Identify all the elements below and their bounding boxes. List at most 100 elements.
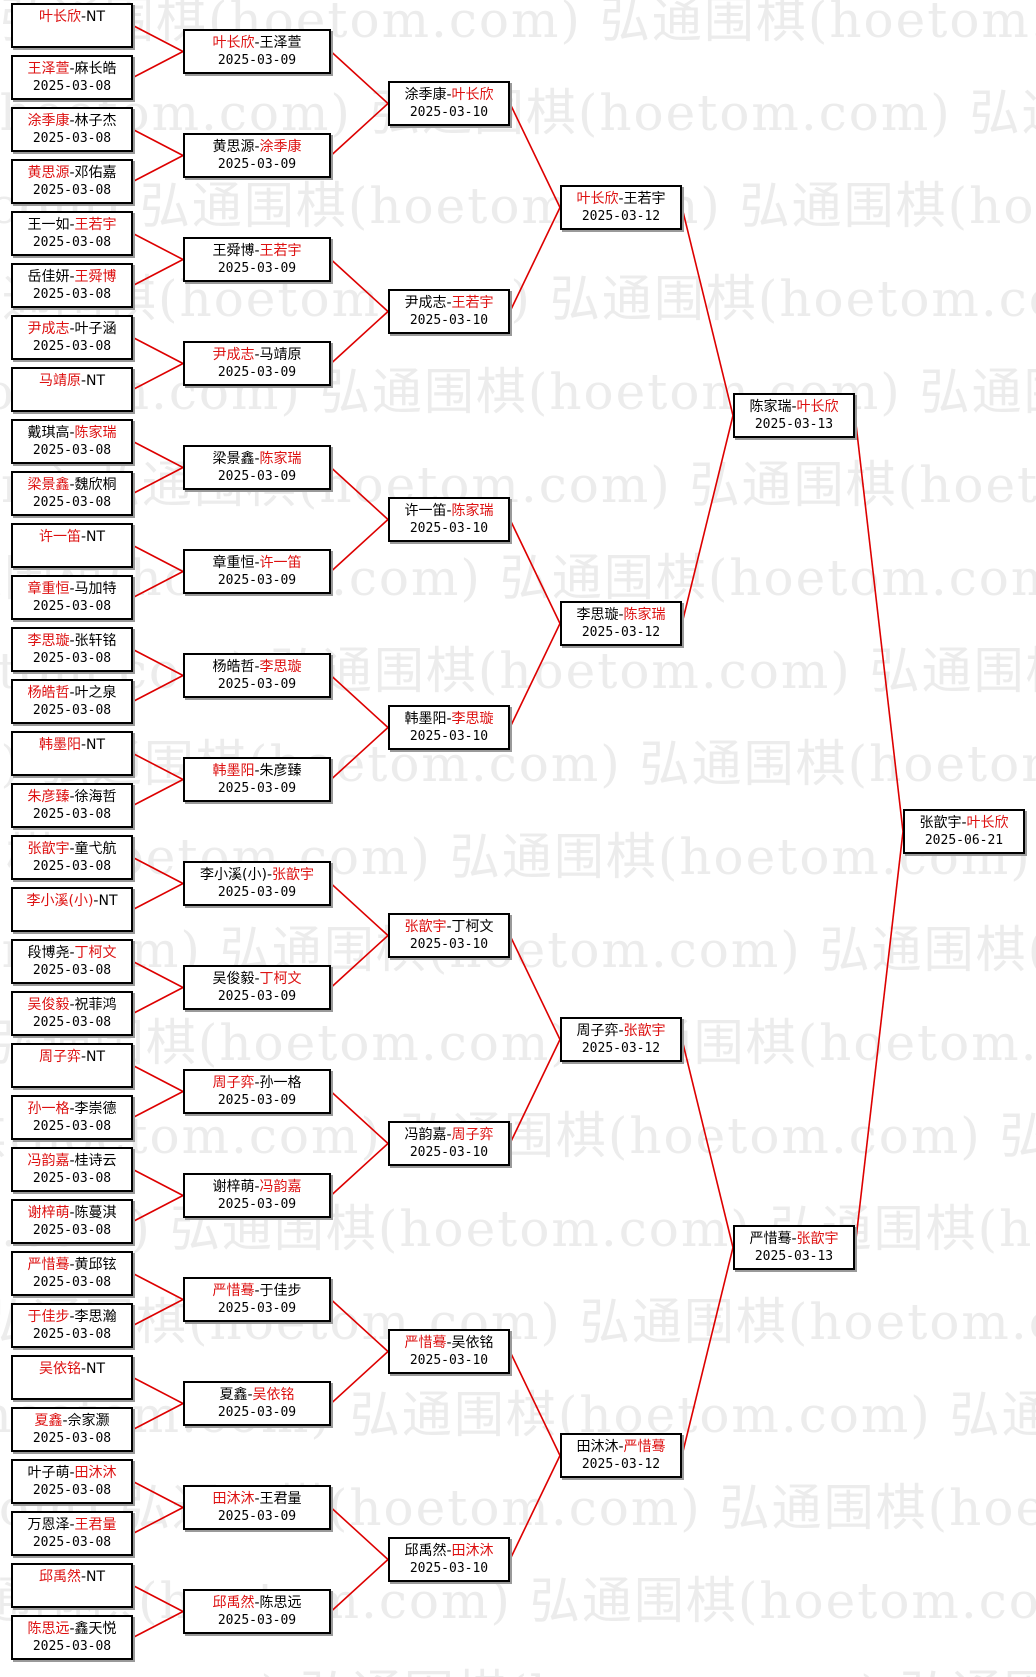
winner-name[interactable]: 章重恒 (27, 581, 70, 597)
winner-name[interactable]: 叶长欣 (966, 815, 1009, 831)
winner-name[interactable]: 严惜蓦 (404, 1335, 447, 1351)
match-box-round-1[interactable]: 韩墨阳-NT (11, 731, 133, 776)
player-name[interactable]: 邓佑嘉 (74, 165, 117, 181)
winner-name[interactable]: 张歆宇 (796, 1231, 839, 1247)
player-name[interactable]: 涂季康 (404, 87, 447, 103)
player-name[interactable]: 陈思远 (259, 1595, 302, 1611)
player-name[interactable]: 鑫天悦 (74, 1621, 117, 1637)
player-name[interactable]: 韩墨阳 (404, 711, 447, 727)
winner-name[interactable]: 李思璇 (27, 633, 70, 649)
winner-name[interactable]: 田沐沐 (212, 1491, 255, 1507)
winner-name[interactable]: 丁柯文 (259, 971, 302, 987)
match-box-round-1[interactable]: 叶长欣-NT (11, 3, 133, 48)
winner-name[interactable]: 田沐沐 (451, 1543, 494, 1559)
player-name[interactable]: 张歆宇 (919, 815, 962, 831)
winner-name[interactable]: 李思璇 (451, 711, 494, 727)
winner-name[interactable]: 王若宇 (451, 295, 494, 311)
player-name[interactable]: NT (86, 9, 106, 25)
player-name[interactable]: 陈蔓淇 (74, 1205, 117, 1221)
winner-name[interactable]: 冯韵嘉 (259, 1179, 302, 1195)
winner-name[interactable]: 陈思远 (27, 1621, 70, 1637)
player-name[interactable]: NT (98, 893, 118, 909)
player-name[interactable]: 王若宇 (623, 191, 666, 207)
player-name[interactable]: 梁景鑫 (212, 451, 255, 467)
winner-name[interactable]: 尹成志 (212, 347, 255, 363)
winner-name[interactable]: 夏鑫 (34, 1413, 63, 1429)
player-name[interactable]: 黄邱铉 (74, 1257, 117, 1273)
winner-name[interactable]: 王若宇 (259, 243, 302, 259)
player-name[interactable]: 王泽萱 (259, 35, 302, 51)
winner-name[interactable]: 黄思源 (27, 165, 70, 181)
match-box-round-1[interactable]: 吴依铭-NT (11, 1355, 133, 1400)
winner-name[interactable]: 张歆宇 (404, 919, 447, 935)
player-name[interactable]: NT (86, 1049, 106, 1065)
player-name[interactable]: 王一如 (27, 217, 70, 233)
winner-name[interactable]: 周子弈 (38, 1049, 81, 1065)
player-name[interactable]: 张轩铭 (74, 633, 117, 649)
winner-name[interactable]: 陈家瑞 (623, 607, 666, 623)
player-name[interactable]: 于佳步 (259, 1283, 302, 1299)
winner-name[interactable]: 李思璇 (259, 659, 302, 675)
player-name[interactable]: 麻长皓 (74, 61, 117, 77)
player-name[interactable]: 佘家灏 (67, 1413, 110, 1429)
winner-name[interactable]: 许一笛 (259, 555, 302, 571)
player-name[interactable]: 严惜蓦 (749, 1231, 792, 1247)
player-name[interactable]: 夏鑫 (219, 1387, 248, 1403)
winner-name[interactable]: 叶长欣 (212, 35, 255, 51)
player-name[interactable]: 尹成志 (404, 295, 447, 311)
winner-name[interactable]: 陈家瑞 (74, 425, 117, 441)
winner-name[interactable]: 王舜博 (74, 269, 117, 285)
winner-name[interactable]: 叶长欣 (451, 87, 494, 103)
winner-name[interactable]: 陈家瑞 (451, 503, 494, 519)
winner-name[interactable]: 严惜蓦 (27, 1257, 70, 1273)
player-name[interactable]: NT (86, 1361, 106, 1377)
player-name[interactable]: 马加特 (74, 581, 117, 597)
winner-name[interactable]: 李小溪(小) (26, 893, 94, 909)
match-box-round-1[interactable]: 马靖原-NT (11, 367, 133, 412)
player-name[interactable]: 桂诗云 (74, 1153, 117, 1169)
winner-name[interactable]: 邱禹然 (38, 1569, 81, 1585)
player-name[interactable]: 童弋航 (74, 841, 117, 857)
player-name[interactable]: NT (86, 737, 106, 753)
winner-name[interactable]: 王若宇 (74, 217, 117, 233)
winner-name[interactable]: 周子弈 (451, 1127, 494, 1143)
winner-name[interactable]: 王君量 (74, 1517, 117, 1533)
winner-name[interactable]: 田沐沐 (74, 1465, 117, 1481)
winner-name[interactable]: 韩墨阳 (212, 763, 255, 779)
winner-name[interactable]: 张歆宇 (272, 867, 314, 883)
player-name[interactable]: 徐海哲 (74, 789, 117, 805)
player-name[interactable]: 周子弈 (576, 1023, 619, 1039)
winner-name[interactable]: 谢梓萌 (27, 1205, 70, 1221)
player-name[interactable]: 杨皓哲 (212, 659, 255, 675)
winner-name[interactable]: 丁柯文 (74, 945, 117, 961)
